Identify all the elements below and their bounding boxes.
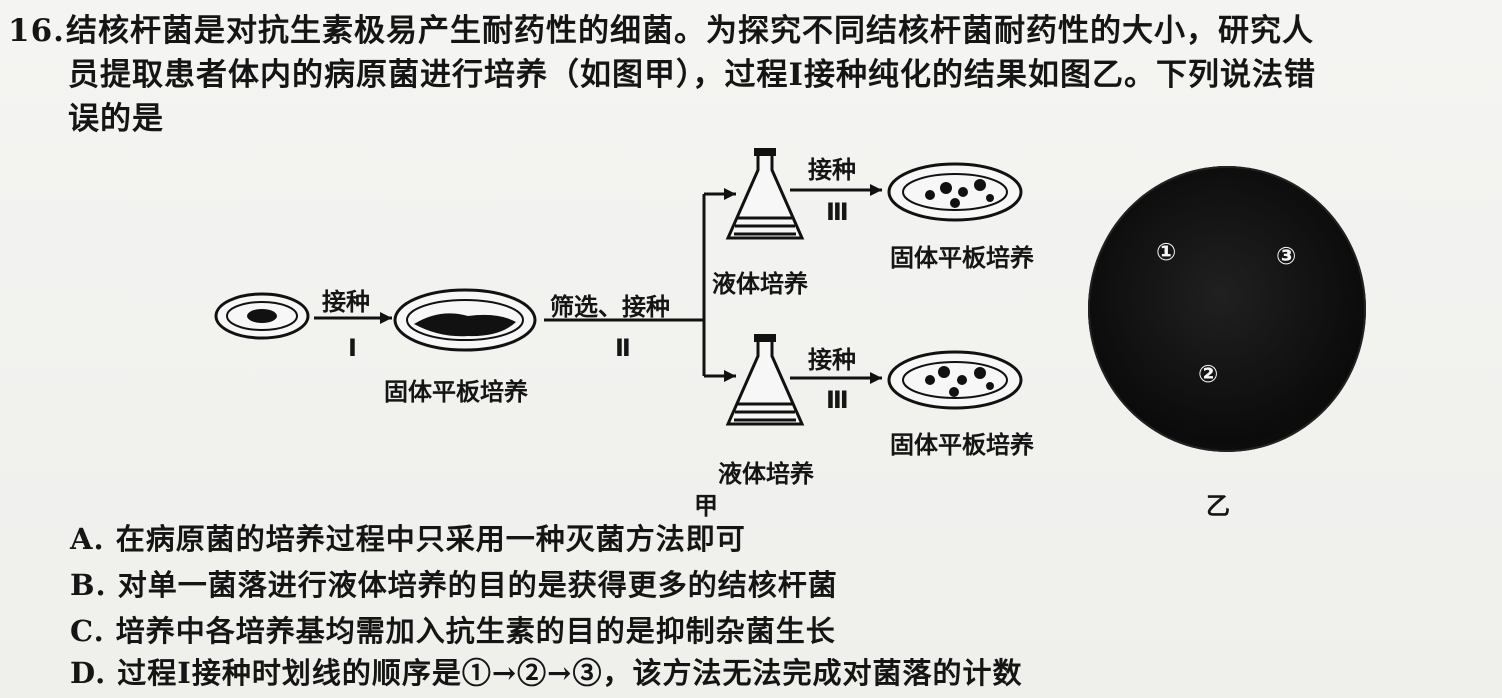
step3-top-roman: Ⅲ	[826, 198, 849, 226]
question-text-line-2: 员提取患者体内的病原菌进行培养（如图甲），过程Ⅰ接种纯化的结果如图乙。下列说法错	[68, 57, 1316, 93]
step3-top-label: 接种	[808, 156, 856, 184]
flask-bottom-icon	[725, 334, 805, 426]
liquid-label-top: 液体培养	[712, 270, 808, 298]
caption-yi: 乙	[1206, 492, 1230, 520]
sample-dish-icon	[214, 292, 310, 340]
dish-mark-1: ①	[1156, 238, 1177, 266]
option-a: A. 在病原菌的培养过程中只采用一种灭菌方法即可	[70, 522, 746, 556]
flask-top-icon	[725, 148, 805, 240]
option-d: D. 过程Ⅰ接种时划线的顺序是①→②→③，该方法无法完成对菌落的计数	[70, 656, 1023, 690]
caption-jia: 甲	[694, 492, 718, 520]
question-line-1: 16.结核杆菌是对抗生素极易产生耐药性的细菌。为探究不同结核杆菌耐药性的大小，研…	[8, 10, 1314, 52]
dish-mark-2: ②	[1198, 360, 1219, 388]
dish-mark-3: ③	[1276, 242, 1297, 270]
question-text-line-3: 误的是	[68, 101, 164, 137]
step3-bottom-roman: Ⅲ	[826, 386, 849, 414]
question-number: 16.	[8, 13, 65, 49]
result-plate-bottom-icon	[887, 350, 1023, 410]
question-text-line-1: 结核杆菌是对抗生素极易产生耐药性的细菌。为探究不同结核杆菌耐药性的大小，研究人	[66, 13, 1314, 49]
result-plate-top-icon	[887, 162, 1023, 222]
plate-label-main: 固体平板培养	[384, 378, 528, 406]
plate-label-top: 固体平板培养	[890, 244, 1034, 272]
option-b: B. 对单一菌落进行液体培养的目的是获得更多的结核杆菌	[70, 568, 838, 602]
liquid-label-bottom: 液体培养	[718, 460, 814, 488]
step1-label-bottom: Ⅰ	[348, 334, 357, 362]
plate-label-bottom: 固体平板培养	[890, 431, 1034, 459]
step2-label-top: 筛选、接种	[550, 293, 670, 321]
dish-yi	[1088, 166, 1366, 452]
main-plate-icon	[393, 288, 537, 352]
step1-label-top: 接种	[322, 288, 370, 316]
option-c: C. 培养中各培养基均需加入抗生素的目的是抑制杂菌生长	[70, 614, 836, 648]
step3-bottom-label: 接种	[808, 346, 856, 374]
step2-label-bottom: Ⅱ	[615, 334, 631, 362]
diagram-jia	[214, 148, 1023, 426]
